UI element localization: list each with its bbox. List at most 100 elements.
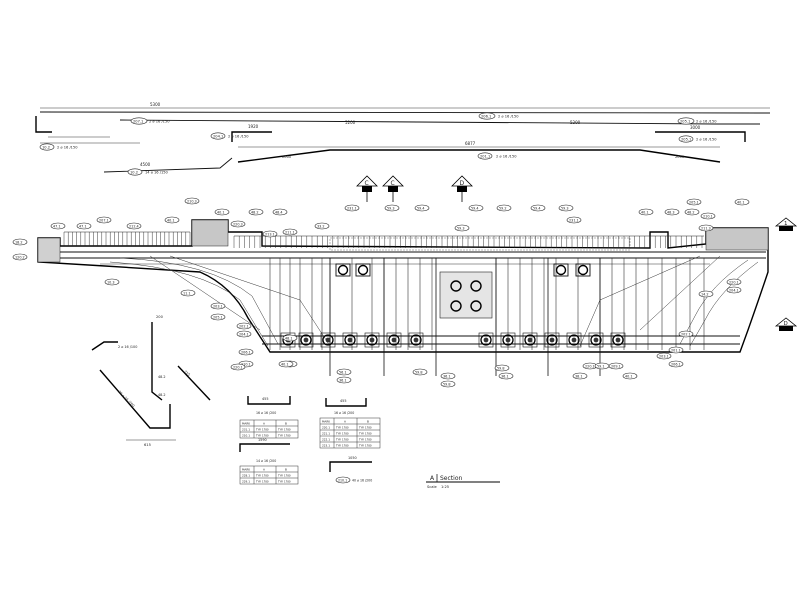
- position-label-text: 59.4: [471, 206, 479, 210]
- table-1-r1c0: 210.1: [242, 434, 250, 438]
- table-1-r0c0: 231.1: [242, 428, 250, 432]
- position-label-text: 59.8: [415, 370, 423, 374]
- position-label-text: 205.1: [689, 200, 699, 204]
- position-label-mid: 220.3: [230, 220, 246, 228]
- position-label-right-side: 14.2: [698, 290, 714, 298]
- position-label-mid: 33.2: [314, 222, 330, 230]
- table-2-h2: B: [285, 468, 287, 472]
- duct-box: [364, 332, 380, 348]
- left-edge-block: [37, 237, 61, 263]
- position-label-left-side: 202.1: [236, 322, 252, 330]
- bar-schedule-tables: 455 16 ⌀ 16 /200 MARK A B 231.1 TYP. 178…: [239, 396, 381, 485]
- table-3-r0c1: TYP. 1780: [336, 426, 349, 430]
- table-3-r2c0: 222.1: [322, 438, 330, 442]
- position-label-top-row: 48.2: [684, 208, 700, 216]
- detail-hook-note: 2 ⌀ 16 /100: [118, 345, 137, 349]
- section-scale-value: 1:25: [441, 485, 449, 489]
- position-label-text: 36.1: [501, 374, 509, 378]
- tendon-ducts: [280, 332, 626, 348]
- table-3-r2c2: TYP. 1780: [359, 438, 372, 442]
- position-label-left-side: 18.2: [12, 238, 28, 246]
- bar-201-length: 6877: [465, 141, 476, 146]
- duct-box: [566, 332, 582, 348]
- position-label-right-side: 206.1: [668, 360, 684, 368]
- bar-206-length-2: 5200: [345, 120, 356, 125]
- duct-circle: [568, 334, 580, 346]
- right-web-rebar-2: [679, 259, 749, 345]
- position-label-text: 10.3: [107, 280, 115, 284]
- table-2-title: 1590: [258, 438, 267, 442]
- section-title-block: A Section Scale 1:25: [426, 474, 500, 489]
- position-label-right-side: 210.1: [700, 212, 716, 220]
- duct-core: [615, 337, 621, 343]
- bar-201-dim-left: 2000: [282, 155, 292, 159]
- duct-core: [413, 337, 419, 343]
- position-label-right-side: 59.1: [594, 362, 610, 370]
- bar-201-shape: [237, 149, 721, 163]
- duct-core: [571, 337, 577, 343]
- vertical-stirrups: [269, 258, 705, 376]
- position-label-left-side: 205.1: [210, 313, 226, 321]
- position-label-bottom-row: 59.8: [440, 380, 456, 388]
- section-title-letter: A: [430, 475, 435, 482]
- table-3-r0c2: TYP. 1780: [359, 426, 372, 430]
- position-label-mid: 59.3: [454, 224, 470, 232]
- duct-box: [386, 332, 402, 348]
- position-label-text: 202.1: [239, 324, 249, 328]
- section-title-text: Section: [440, 475, 462, 482]
- duct-core: [391, 337, 397, 343]
- position-label-left-side: 120.2: [12, 253, 28, 261]
- position-label-top-row: 48.4: [272, 208, 288, 216]
- bar-207-label-bubble: [130, 117, 148, 125]
- position-label-top-row: 59.3: [384, 204, 400, 212]
- bar-206-spec: 2 ⌀ 16 /150: [498, 115, 519, 119]
- duct-circle: [524, 334, 536, 346]
- detail-dim-200: 200: [156, 315, 164, 319]
- bar-10-2-shape: [103, 157, 233, 173]
- section-marker-1-letter: 1: [784, 221, 788, 227]
- position-label-right-side: 201.1: [668, 346, 684, 354]
- bar-201-label: 201.1: [480, 155, 490, 159]
- upper-anchor-blocks: [335, 263, 591, 277]
- position-label-left-side: 207.1: [96, 216, 112, 224]
- position-label-left-side: 204.1: [236, 330, 252, 338]
- table-1-title: 455: [262, 397, 268, 401]
- bar-205-right-shape: [655, 131, 746, 142]
- duct-circle: [590, 334, 602, 346]
- position-label-text: 59.1: [597, 364, 605, 368]
- main-cross-section: [37, 219, 769, 376]
- table-1-h2: B: [285, 422, 287, 426]
- duct-box: [320, 332, 336, 348]
- section-marker-d-2-letter: D: [784, 321, 788, 327]
- bar-205-right-spec: 2 ⌀ 16 /150: [696, 138, 717, 142]
- section-scale-label: Scale: [427, 485, 437, 489]
- table-3-r1c2: TYP. 1780: [359, 432, 372, 436]
- position-label-right-side: 203.1: [656, 352, 672, 360]
- duct-core: [593, 337, 599, 343]
- section-marker-d-1: D: [451, 175, 473, 202]
- table-4-label: 210.1: [338, 479, 347, 483]
- position-label-right-side: 220.1: [726, 278, 742, 286]
- table-2-r1c1: TYP. 1780: [256, 480, 269, 484]
- top-bar-schedules: 5300 5200 5200 206.1 2 ⌀ 16 /150 207.1 2…: [35, 102, 771, 176]
- table-1-h0: MARK: [242, 422, 250, 426]
- position-label-top-row: 59.4: [468, 204, 484, 212]
- duct-box: [610, 332, 626, 348]
- section-marker-c-2: C: [382, 175, 404, 202]
- duct-box: [522, 332, 538, 348]
- duct-core: [369, 337, 375, 343]
- bar-204-length: 1920: [248, 124, 259, 129]
- position-label-bottom-row: 36.1: [336, 376, 352, 384]
- position-label-text: 201.1: [671, 348, 681, 352]
- table-3-r1c0: 221.1: [322, 432, 330, 436]
- table-3-r3c2: TYP. 1780: [359, 444, 372, 448]
- position-label-text: 59.3: [561, 206, 569, 210]
- bar-205-right-label: 205.1: [681, 138, 691, 142]
- duct-circle: [502, 334, 514, 346]
- detail-vertical-bar: [151, 322, 163, 401]
- duct-core: [325, 337, 331, 343]
- position-label-top-row: 231.1: [344, 204, 360, 212]
- position-label-text: 202.1: [681, 332, 691, 336]
- detail-bent-bar: [99, 369, 171, 429]
- table-3-note: 16 ⌀ 16 /200: [334, 411, 354, 415]
